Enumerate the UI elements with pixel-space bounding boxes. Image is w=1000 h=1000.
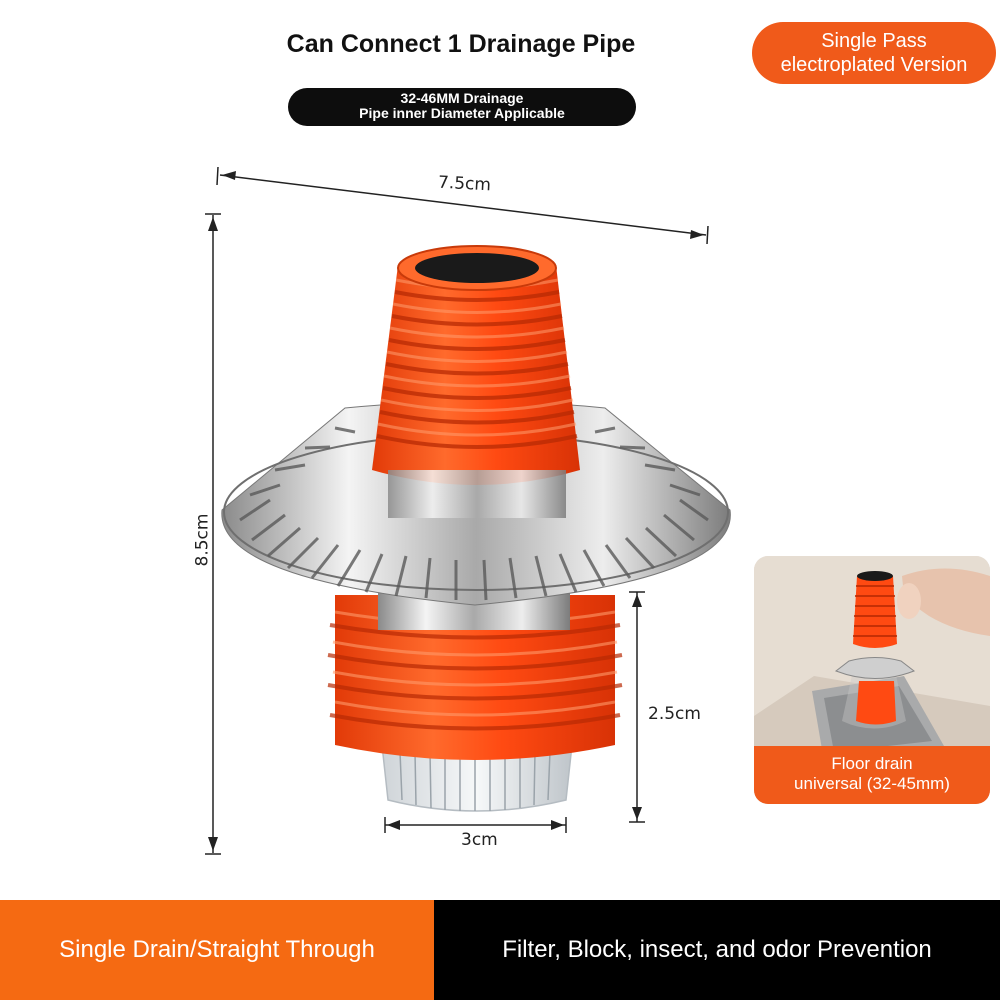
usage-inset-photo: Floor drain universal (32-45mm) (754, 556, 990, 804)
upper-ribbed-cone (372, 245, 580, 518)
lower-height-label: 2.5cm (648, 704, 701, 724)
lower-bellows (327, 595, 623, 760)
footer-right-text: Filter, Block, insect, and odor Preventi… (502, 936, 932, 963)
version-badge-line1: Single Pass (821, 30, 927, 52)
inset-caption: Floor drain universal (32-45mm) (754, 746, 990, 804)
filter-cup (381, 744, 573, 812)
inset-caption-line1: Floor drain (831, 754, 913, 773)
lower-height-dimension-line (629, 591, 645, 823)
page-title: Can Connect 1 Drainage Pipe (286, 30, 636, 58)
width-dimension-line (216, 166, 709, 245)
height-dimension-line (205, 213, 221, 855)
spec-pill-line1: 32-46MM Drainage (400, 90, 524, 106)
height-label: 8.5cm (192, 513, 213, 567)
width-label: 7.5cm (437, 172, 492, 196)
base-width-dimension-line (384, 817, 567, 833)
spec-pill-line2: Pipe inner Diameter Applicable (359, 105, 565, 121)
spec-pill: 32-46MM Drainage Pipe inner Diameter App… (288, 88, 636, 126)
version-badge-line2: electroplated Version (780, 54, 968, 76)
base-width-label: 3cm (461, 830, 498, 850)
version-badge: Single Pass electroplated Version (752, 22, 996, 84)
inset-caption-line2: universal (32-45mm) (794, 774, 950, 793)
product-illustration (205, 166, 731, 855)
footer-left-text: Single Drain/Straight Through (59, 936, 375, 963)
footer-feature-left: Single Drain/Straight Through (0, 900, 434, 1000)
footer-feature-right: Filter, Block, insect, and odor Preventi… (434, 900, 1000, 1000)
